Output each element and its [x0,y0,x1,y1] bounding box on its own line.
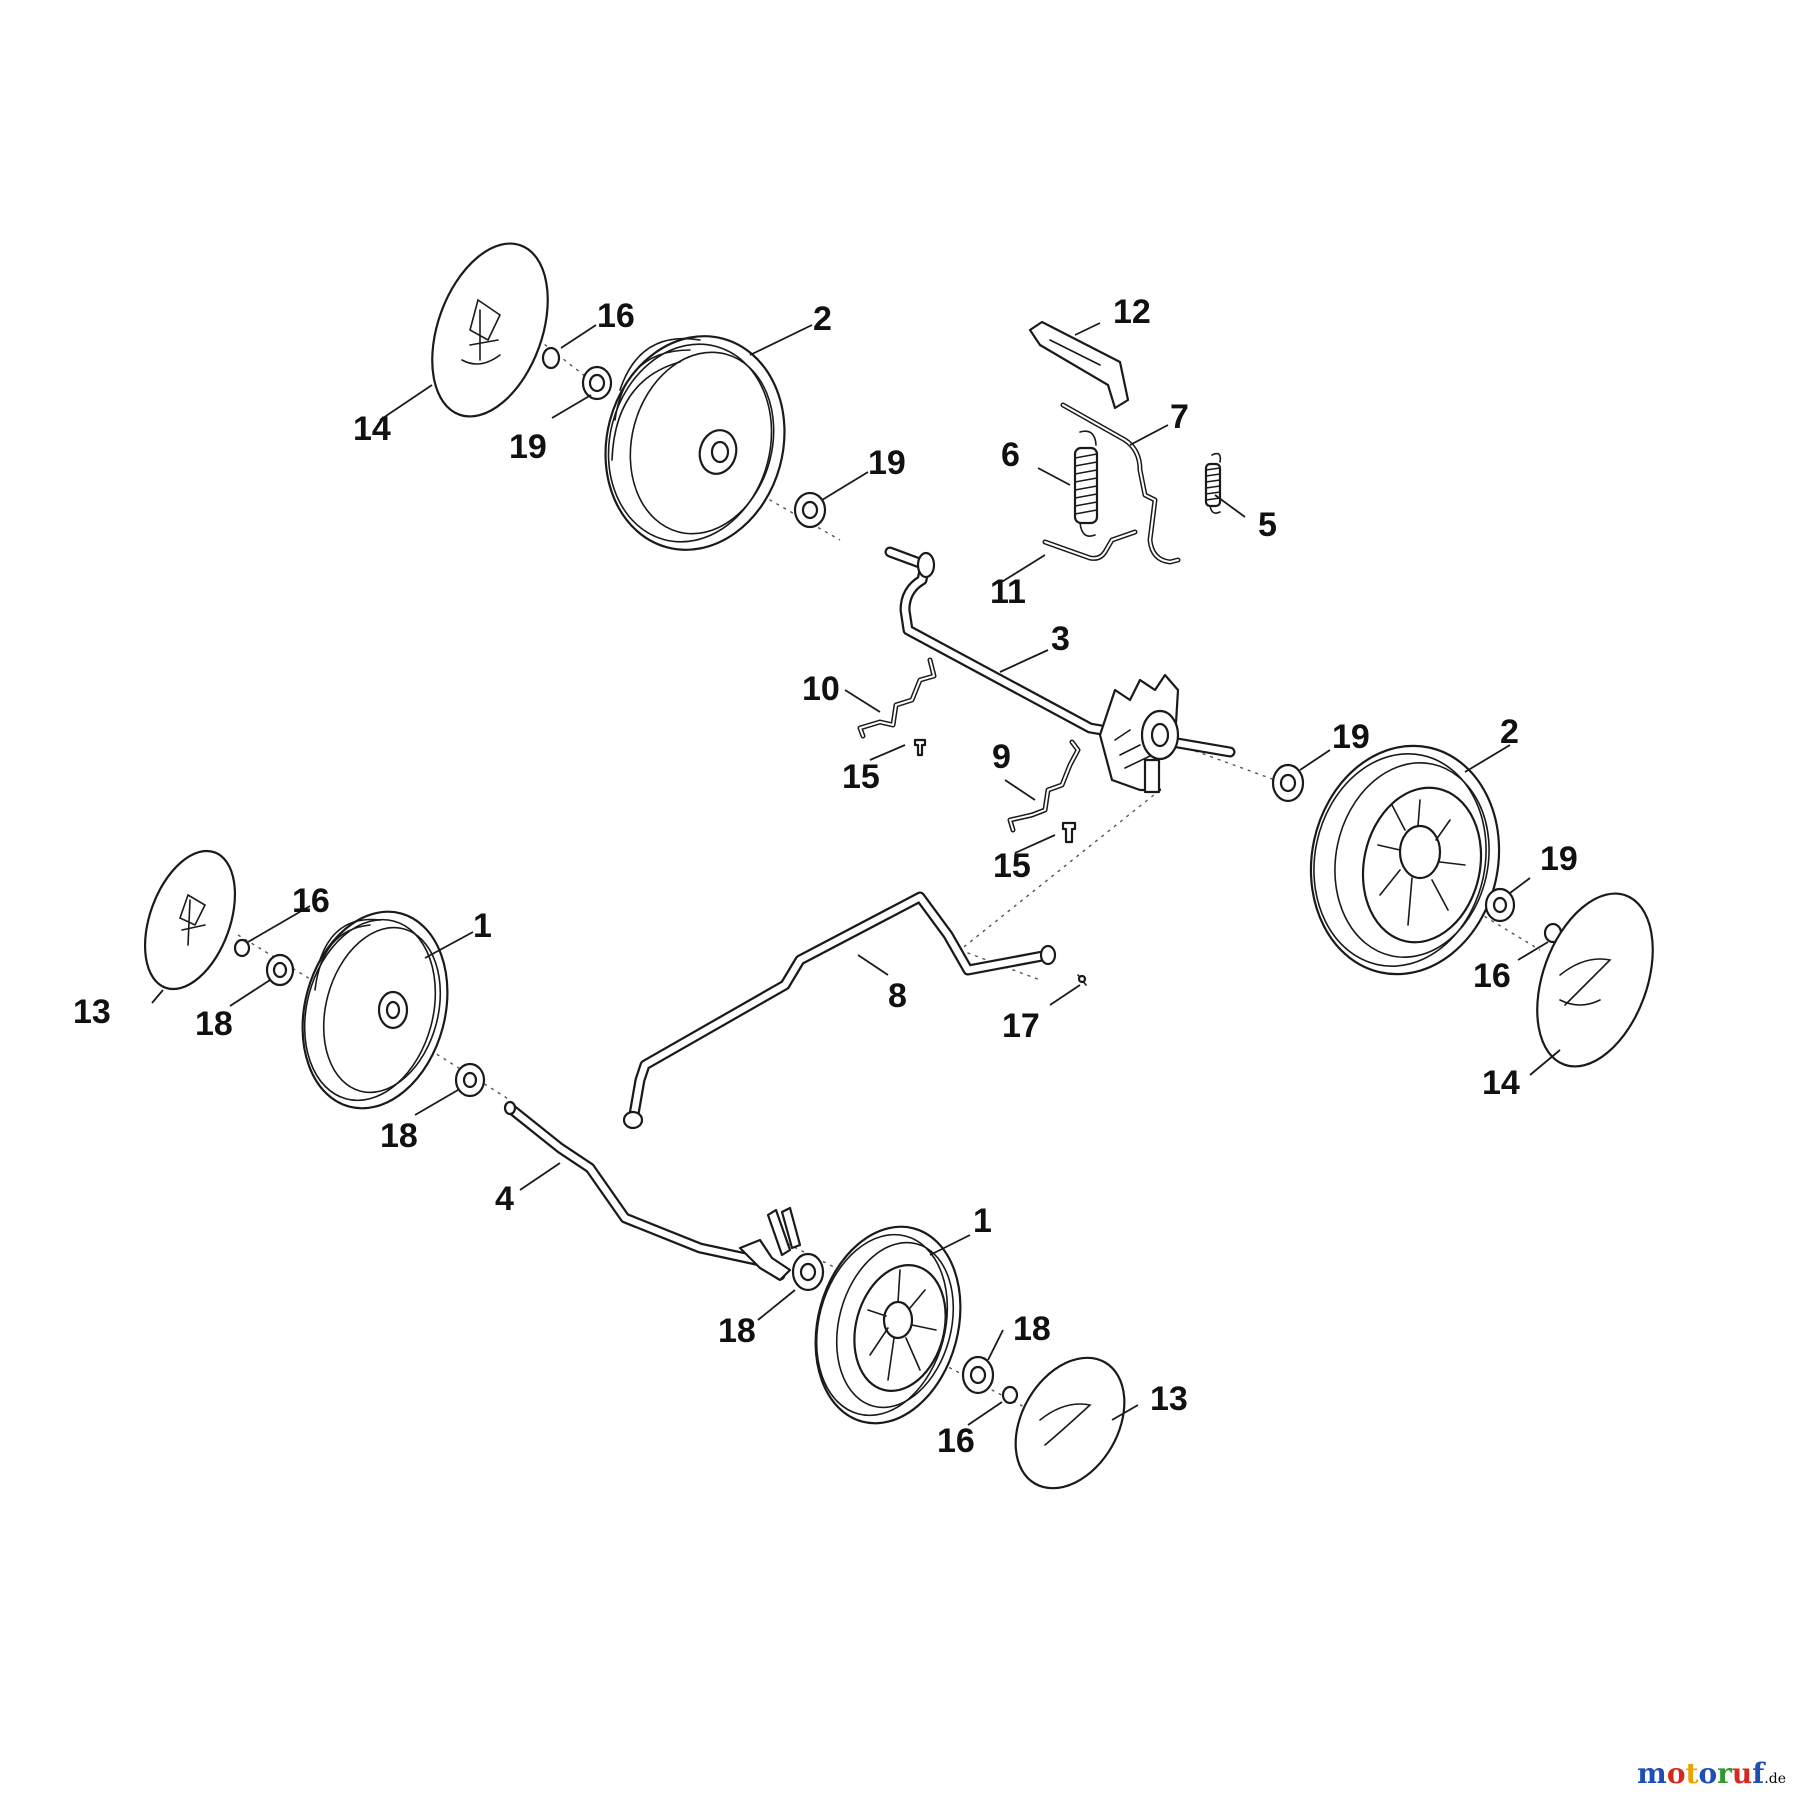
watermark-name: motoruf [1637,1757,1764,1790]
label-15: 15 [993,847,1031,885]
part-13-hubcap-front [1014,1356,1126,1490]
part-15-screw-upper [913,738,927,757]
part-19-bearing-upper-middle [793,491,827,529]
label-13: 13 [73,993,111,1031]
part-5-small-spring [1204,452,1222,514]
part-2-wheel-upper [604,335,786,551]
label-8: 8 [888,977,907,1015]
part-number-labels: 14 16 19 2 19 12 7 6 5 11 3 10 15 9 15 1… [73,293,1578,1460]
label-19: 19 [1332,718,1370,756]
part-2-wheel-right [1309,744,1501,976]
part-6-spring [1073,430,1099,537]
label-13: 13 [1150,1380,1188,1418]
part-9-wire-spring [1007,739,1081,833]
watermark-letter: u [1731,1757,1753,1790]
label-18: 18 [1013,1310,1051,1348]
part-18-bearing-left-lower [454,1062,486,1098]
part-7-wire-rod [1060,402,1181,565]
label-1: 1 [473,907,492,945]
watermark-letter: r [1717,1757,1732,1790]
part-18-bearing-front-left [791,1252,825,1292]
label-16: 16 [597,297,635,335]
label-15: 15 [842,758,880,796]
label-16: 16 [292,882,330,920]
part-19-bearing-upper-left [581,365,613,401]
part-16-nut-front [1001,1385,1019,1405]
label-18: 18 [380,1117,418,1155]
label-12: 12 [1113,293,1151,331]
label-10: 10 [802,670,840,708]
watermark-letter: o [1698,1757,1718,1790]
label-16: 16 [1473,957,1511,995]
label-11: 11 [990,573,1026,611]
watermark-letter: f [1752,1757,1765,1790]
part-19-bearing-right-lower [1484,887,1516,923]
part-14-hubcap-upper-left [431,242,549,418]
label-4: 4 [495,1180,514,1218]
part-16-nut-left [233,938,251,958]
watermark-letter: m [1637,1757,1667,1790]
part-16-nut-upper-left [541,346,561,370]
label-6: 6 [1001,436,1020,474]
part-18-bearing-left-upper [265,953,295,987]
label-16: 16 [937,1422,975,1460]
label-18: 18 [718,1312,756,1350]
part-17-pin [1077,974,1087,986]
leader-lines [151,322,1561,1426]
part-4-front-axle [503,1100,802,1282]
label-19: 19 [868,444,906,482]
label-3: 3 [1051,620,1070,658]
part-1-wheel-front [814,1225,962,1425]
part-15-screw-lower [1061,821,1077,844]
label-14: 14 [353,410,391,448]
label-2: 2 [813,300,832,338]
label-9: 9 [992,738,1011,776]
label-17: 17 [1002,1007,1040,1045]
label-14: 14 [1482,1064,1520,1102]
part-14-hubcap-right [1536,892,1654,1068]
watermark-letter: t [1685,1757,1699,1790]
part-3-rear-axle [884,546,1236,794]
label-2: 2 [1500,713,1519,751]
part-13-hubcap-left [143,849,237,991]
part-1-wheel-left [301,910,449,1110]
watermark-logo: motoruf.de [1637,1757,1786,1790]
watermark-tld: .de [1764,1771,1786,1787]
label-19: 19 [1540,840,1578,878]
label-18: 18 [195,1005,233,1043]
part-11-small-rod [1042,529,1138,561]
part-12-lever-bracket [1028,320,1130,410]
label-7: 7 [1170,398,1189,436]
label-5: 5 [1258,506,1277,544]
part-10-wire-spring [857,657,937,739]
label-19: 19 [509,428,547,466]
part-19-bearing-right-middle [1271,763,1305,803]
watermark-letter: o [1666,1757,1686,1790]
part-8-height-bar [622,891,1057,1130]
label-1: 1 [973,1202,992,1240]
part-18-bearing-front-right [961,1355,995,1395]
